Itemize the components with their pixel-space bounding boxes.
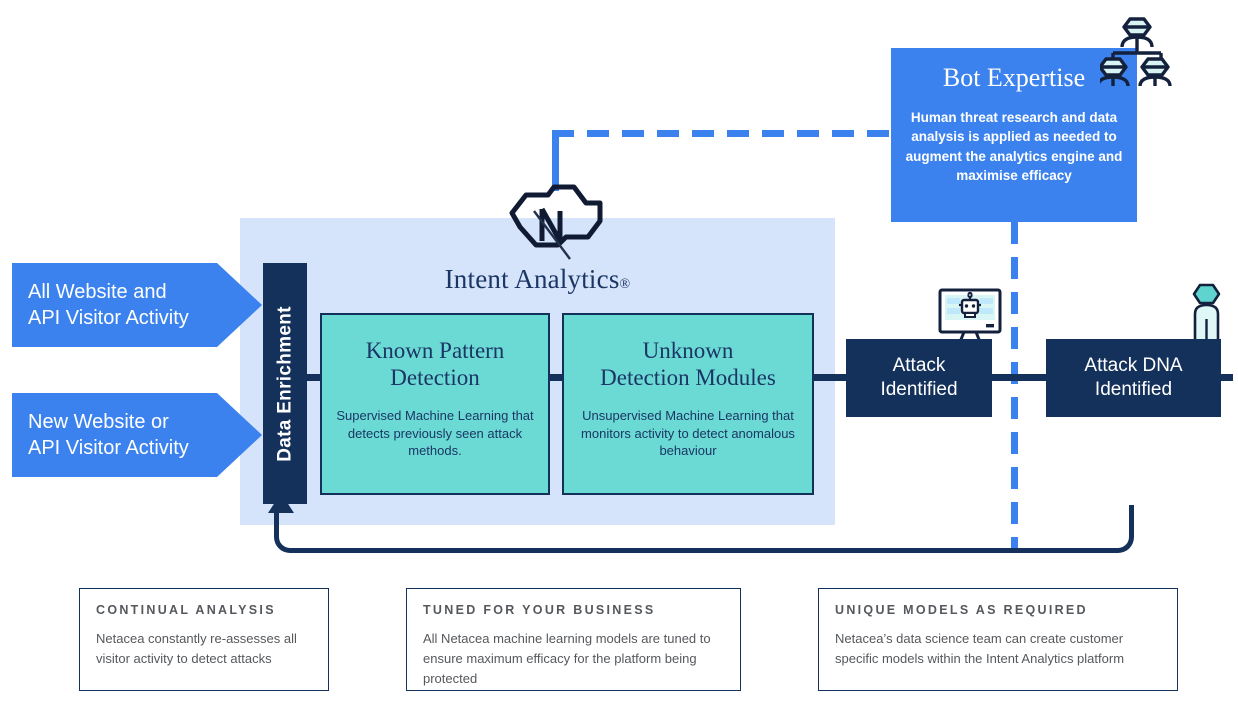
feedback-loop-line [274, 505, 1134, 553]
note-card-unique-models-as-required: UNIQUE MODELS AS REQUIRED Netacea’s data… [818, 588, 1178, 691]
module-known-pattern-detection: Known Pattern Detection Supervised Machi… [320, 313, 550, 495]
input-arrow-label: All Website and API Visitor Activity [28, 280, 189, 329]
note-body: Netacea constantly re-assesses all visit… [96, 631, 297, 666]
outcome-label: Attack Identified [880, 354, 958, 400]
bot-expertise-card: Bot Expertise Human threat research and … [891, 48, 1137, 222]
note-heading: TUNED FOR YOUR BUSINESS [423, 603, 656, 617]
input-arrow-new-website-api: New Website or API Visitor Activity [12, 393, 262, 477]
connector-enrichment-to-known [306, 374, 322, 381]
feedback-loop-arrowhead [268, 493, 294, 513]
note-body: All Netacea machine learning models are … [423, 631, 711, 686]
org-chart-people-icon [1096, 14, 1174, 87]
note-heading: CONTINUAL ANALYSIS [96, 603, 276, 617]
input-arrow-label: New Website or API Visitor Activity [28, 410, 189, 459]
panel-title-text: Intent Analytics [444, 264, 620, 294]
person-icon-svg [1192, 283, 1221, 341]
data-enrichment-bar: Data Enrichment [263, 263, 307, 504]
dashed-connector-vertical [1011, 222, 1018, 552]
dashed-connector-logo-vertical [552, 133, 559, 191]
data-enrichment-label: Data Enrichment [274, 305, 295, 462]
person-icon [1190, 283, 1224, 343]
outcome-attack-dna-identified: Attack DNA Identified [1046, 339, 1221, 417]
netacea-logo [508, 183, 604, 263]
module-unknown-detection-modules: Unknown Detection Modules Unsupervised M… [562, 313, 814, 495]
bot-expertise-description: Human threat research and data analysis … [905, 109, 1123, 184]
dashed-connector-horizontal [552, 130, 897, 137]
note-body: Netacea’s data science team can create c… [835, 631, 1125, 666]
module-description: Unsupervised Machine Learning that monit… [581, 408, 795, 459]
connector-known-to-unknown [549, 374, 564, 381]
bot-expertise-title: Bot Expertise [942, 63, 1086, 92]
connector-unknown-to-attack [812, 374, 848, 381]
note-card-tuned-for-your-business: TUNED FOR YOUR BUSINESS All Netacea mach… [406, 588, 741, 691]
input-arrow-all-website-api: All Website and API Visitor Activity [12, 263, 262, 347]
page-title: Intent Analytics® [240, 264, 835, 295]
module-title: Unknown Detection Modules [600, 338, 776, 391]
connector-dna-right-stub [1219, 374, 1233, 381]
note-heading: UNIQUE MODELS AS REQUIRED [835, 603, 1088, 617]
module-description: Supervised Machine Learning that detects… [336, 408, 534, 459]
monitor-robot-icon [938, 288, 1002, 346]
netacea-hexagon-n-logo-icon [509, 184, 603, 260]
outcome-attack-identified: Attack Identified [846, 339, 992, 417]
note-card-continual-analysis: CONTINUAL ANALYSIS Netacea constantly re… [79, 588, 329, 691]
outcome-label: Attack DNA Identified [1084, 354, 1183, 400]
module-title: Known Pattern Detection [365, 338, 505, 391]
connector-attack-to-dna [990, 374, 1048, 381]
monitor-robot-icon-svg [938, 288, 1002, 344]
org-chart-people-icon-svg [1096, 17, 1172, 87]
registered-mark: ® [619, 277, 631, 292]
